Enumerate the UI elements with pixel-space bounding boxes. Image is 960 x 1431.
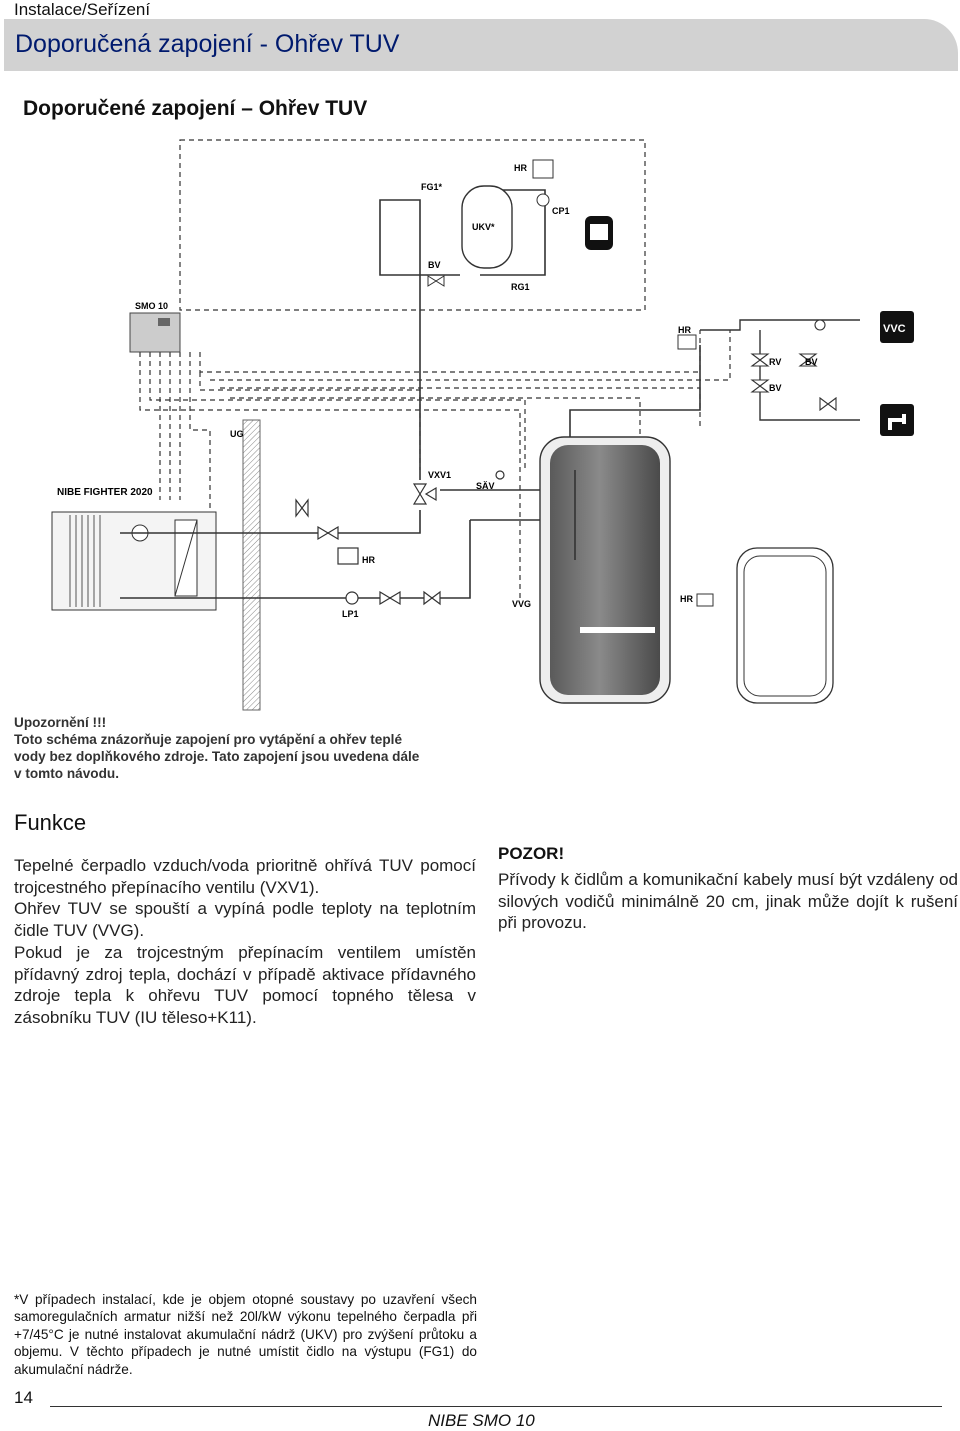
- svg-text:UKV*: UKV*: [472, 222, 495, 232]
- section-label: Instalace/Seřízení: [14, 0, 151, 19]
- footer-product: NIBE SMO 10: [428, 1411, 535, 1430]
- funkce-paragraph: Tepelné čerpadlo vzduch/voda prioritně o…: [14, 856, 476, 897]
- sensor-wiring: [139, 139, 731, 600]
- primary-pipes: [120, 189, 546, 599]
- page-title: Doporučená zapojení - Ohřev TUV: [15, 30, 400, 58]
- warning-block: Upozornění !!! Toto schéma znázorňuje za…: [14, 714, 486, 782]
- svg-text:CP1: CP1: [552, 206, 570, 216]
- smo10-unit: [129, 312, 181, 353]
- svg-text:HR: HR: [678, 325, 691, 335]
- funkce-paragraph: Pokud je za trojcestným přepínacím venti…: [14, 942, 476, 1027]
- page-number: 14: [14, 1388, 33, 1407]
- warning-line: v tomto návodu.: [14, 766, 119, 781]
- funkce-heading: Funkce: [14, 810, 87, 835]
- footnote: *V případech instalací, kde je objem oto…: [14, 1292, 477, 1377]
- warning-heading: Upozornění !!!: [14, 715, 107, 730]
- svg-text:VVG: VVG: [512, 599, 531, 609]
- funkce-paragraph: Ohřev TUV se spouští a vypíná podle tepl…: [14, 899, 476, 941]
- svg-text:UG: UG: [230, 429, 244, 439]
- warning-line: vody bez doplňkového zdroje. Tato zapoje…: [14, 749, 420, 764]
- ukv-tank: [461, 185, 513, 269]
- svg-text:BV: BV: [769, 383, 782, 393]
- smo10-label: SMO 10: [135, 301, 168, 311]
- svg-text:HR: HR: [362, 555, 375, 565]
- svg-text:VXV1: VXV1: [428, 470, 451, 480]
- second-tank: [736, 547, 834, 704]
- svg-text:RG1: RG1: [511, 282, 530, 292]
- subtitle: Doporučené zapojení – Ohřev TUV: [23, 97, 368, 120]
- svg-text:FG1*: FG1*: [421, 182, 443, 192]
- svg-text:BV: BV: [428, 260, 441, 270]
- svg-text:SÄV: SÄV: [476, 481, 495, 491]
- vvc-icon: [880, 311, 914, 343]
- footer-rule: [50, 1406, 942, 1407]
- funkce-text: Tepelné čerpadlo vzduch/voda prioritně o…: [14, 855, 476, 1029]
- svg-text:LP1: LP1: [342, 609, 359, 619]
- pozor-heading: POZOR!: [498, 844, 565, 863]
- ug-pole: [242, 419, 261, 711]
- svg-text:VVC: VVC: [883, 323, 906, 335]
- svg-text:HR: HR: [514, 163, 527, 173]
- svg-text:RV: RV: [769, 357, 781, 367]
- svg-text:BV: BV: [805, 357, 818, 367]
- pozor-text: Přívody k čidlům a komunikační kabely mu…: [498, 870, 958, 933]
- svg-text:HR: HR: [680, 594, 693, 604]
- connection-diagram: SMO 10 UG NIBE FIGHTER 2020 HR LP1 VXV1 …: [51, 139, 914, 711]
- title-bar: [4, 19, 958, 71]
- warning-line: Toto schéma znázorňuje zapojení pro vytá…: [14, 732, 403, 747]
- fighter-label: NIBE FIGHTER 2020: [57, 487, 153, 498]
